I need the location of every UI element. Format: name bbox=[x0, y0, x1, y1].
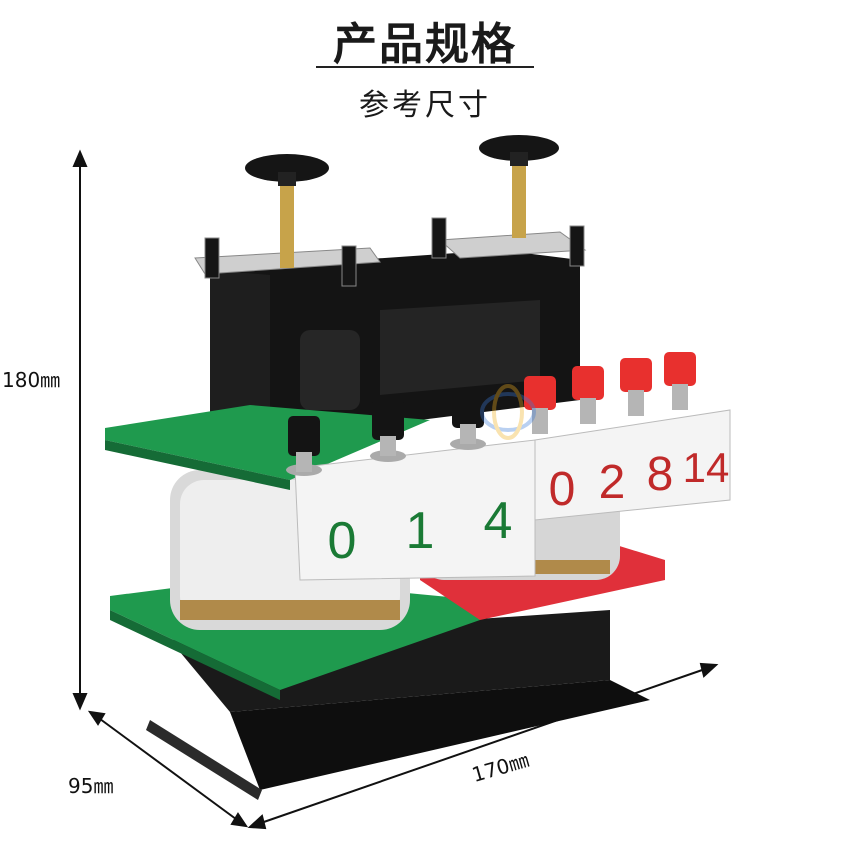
red-terminal-icon bbox=[524, 376, 556, 434]
green-label-strip bbox=[294, 439, 536, 581]
black-terminal-icon bbox=[286, 416, 322, 476]
page-subtitle: 参考尺寸 bbox=[359, 88, 491, 123]
label-green-1: 1 bbox=[406, 502, 435, 560]
label-red-14: 14 bbox=[683, 444, 730, 491]
title-underline bbox=[316, 66, 534, 68]
label-red-0: 0 bbox=[549, 463, 576, 516]
label-green-0: 0 bbox=[328, 512, 357, 570]
transformer-core bbox=[210, 250, 580, 450]
red-label-strip bbox=[534, 409, 731, 521]
upper-green-board bbox=[105, 405, 430, 480]
height-dimension-label: 180㎜ bbox=[2, 368, 61, 392]
label-red-2: 2 bbox=[599, 456, 626, 509]
depth-dimension-label: 95㎜ bbox=[68, 774, 114, 798]
black-terminal-icon bbox=[450, 388, 486, 450]
left-clamp-screw bbox=[245, 154, 329, 268]
right-clamp-screw bbox=[479, 135, 559, 238]
dimension-lines bbox=[72, 149, 719, 830]
label-green-4: 4 bbox=[484, 492, 513, 550]
red-terminal-icon bbox=[620, 358, 652, 416]
black-terminals bbox=[286, 388, 486, 476]
black-terminal-icon bbox=[370, 400, 406, 462]
label-red-8: 8 bbox=[647, 448, 674, 501]
red-terminals bbox=[524, 352, 696, 434]
brand-watermark-logo bbox=[480, 384, 536, 440]
red-terminal-icon bbox=[572, 366, 604, 424]
page-title: 产品规格 bbox=[333, 19, 517, 70]
red-terminal-icon bbox=[664, 352, 696, 410]
